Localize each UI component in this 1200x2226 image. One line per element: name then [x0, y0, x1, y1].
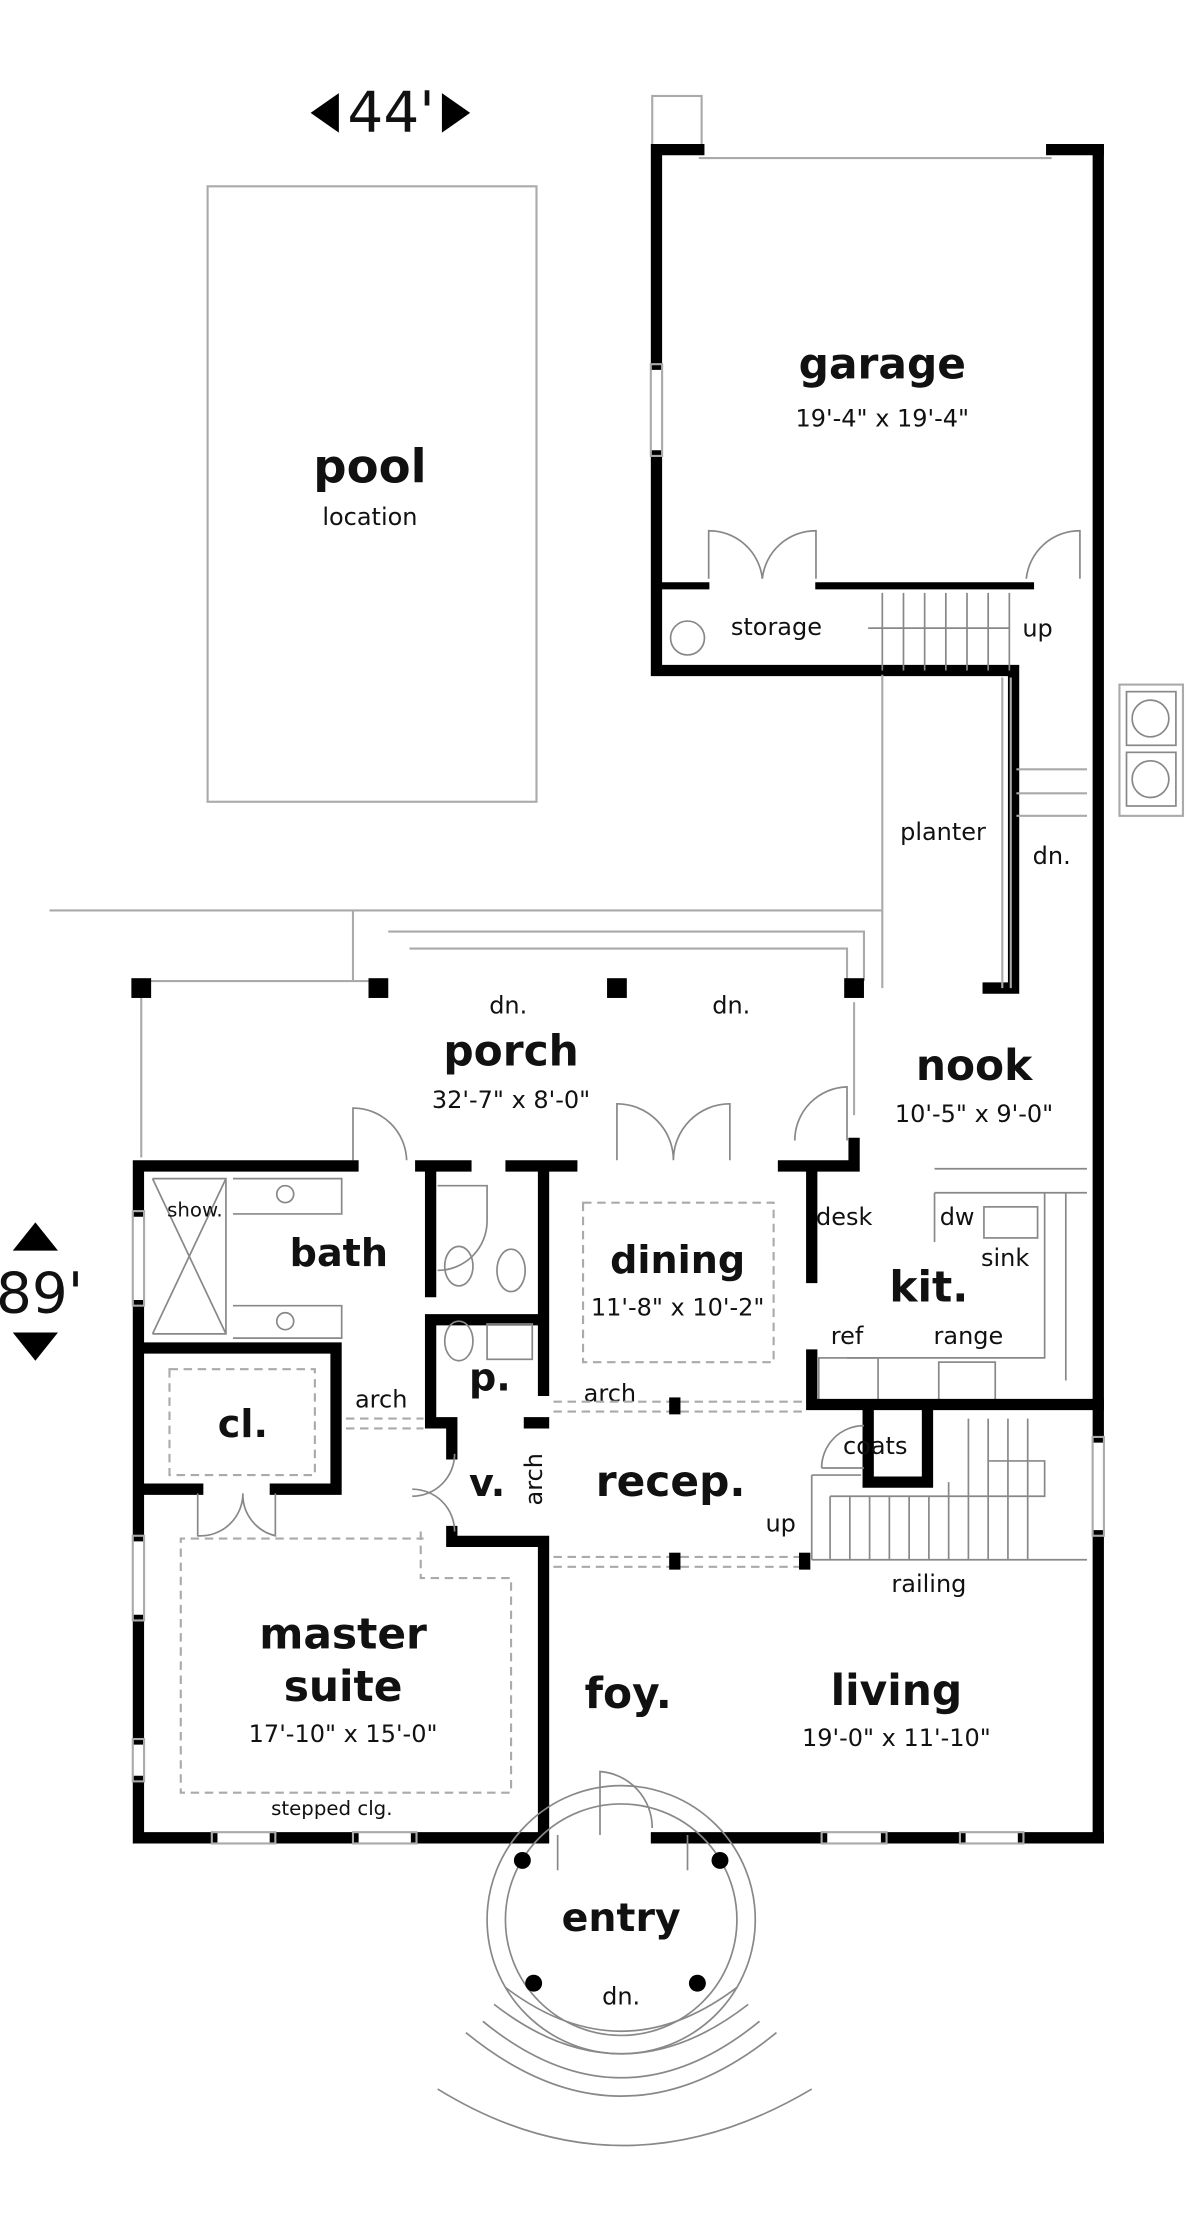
vestibule-label: v. [469, 1461, 505, 1505]
nook-dimensions: 10'-5" x 9'-0" [895, 1100, 1053, 1128]
railing-label: railing [891, 1570, 966, 1598]
garage-dimensions: 19'-4" x 19'-4" [796, 404, 970, 432]
porch-post [844, 978, 864, 998]
stepped-ceiling-label: stepped clg. [271, 1797, 392, 1820]
foyer-label: foy. [585, 1669, 672, 1718]
sink-label: sink [981, 1244, 1029, 1272]
porch-post [131, 978, 152, 998]
desk-label: desk [816, 1203, 872, 1231]
porch-steps-down-label-2: dn. [712, 991, 750, 1019]
entry-portico [437, 1784, 813, 2147]
kitchen-label: kit. [889, 1262, 968, 1311]
living-label: living [831, 1666, 963, 1715]
main-stairs [810, 1418, 1087, 1561]
arrow-down-icon [12, 1332, 58, 1361]
pool-outline [206, 185, 538, 803]
master-suite-label-line1: master [259, 1610, 427, 1659]
arrow-left-icon [310, 93, 339, 133]
entry-label: entry [562, 1895, 681, 1941]
dining-label: dining [610, 1238, 745, 1282]
closet-label: cl. [218, 1402, 268, 1446]
reception-label: recep. [596, 1457, 746, 1506]
pool-label: pool [313, 440, 426, 494]
nook-label: nook [916, 1041, 1033, 1090]
planter-label: planter [900, 818, 986, 846]
garage-label: garage [799, 339, 966, 388]
coats-label: coats [843, 1432, 907, 1460]
living-dimensions: 19'-0" x 11'-10" [802, 1724, 991, 1752]
dining-arch-label: arch [584, 1380, 636, 1408]
side-steps-down-label: dn. [1033, 842, 1071, 870]
powder-room-label: p. [469, 1355, 511, 1399]
refrigerator-label: ref [831, 1322, 864, 1350]
garage-stairs-up-label: up [1022, 615, 1052, 643]
vestibule-arch-label: arch [520, 1453, 548, 1505]
master-suite-label-line2: suite [284, 1662, 403, 1711]
pool-sublabel: location [322, 503, 417, 531]
dining-dimensions: 11'-8" x 10'-2" [591, 1294, 765, 1322]
entry-steps-down-label: dn. [602, 1982, 640, 2010]
porch-post [368, 978, 389, 998]
bath-arch-label: arch [355, 1385, 407, 1413]
arrow-right-icon [441, 93, 471, 133]
porch-dimensions: 32'-7" x 8'-0" [432, 1086, 590, 1114]
storage-label: storage [731, 613, 822, 641]
arrow-up-icon [12, 1222, 58, 1251]
master-suite-dimensions: 17'-10" x 15'-0" [249, 1720, 438, 1748]
depth-dimension: 89' [0, 1222, 83, 1361]
width-dimension: 44' [310, 80, 471, 145]
garage-stairs [868, 592, 1011, 671]
stairs-up-label: up [765, 1510, 795, 1538]
porch-post [607, 978, 627, 998]
porch-steps-down-label-1: dn. [489, 991, 527, 1019]
range-label: range [934, 1322, 1004, 1350]
refrigerator-icon [817, 1357, 879, 1402]
ac-units [1118, 683, 1185, 817]
bath-label: bath [290, 1231, 388, 1275]
dishwasher-label: dw [940, 1203, 975, 1231]
depth-label: 89' [0, 1262, 83, 1327]
width-label: 44' [347, 80, 434, 145]
porch-label: porch [443, 1027, 578, 1076]
shower-label: show. [167, 1199, 223, 1222]
range-icon [937, 1361, 997, 1403]
